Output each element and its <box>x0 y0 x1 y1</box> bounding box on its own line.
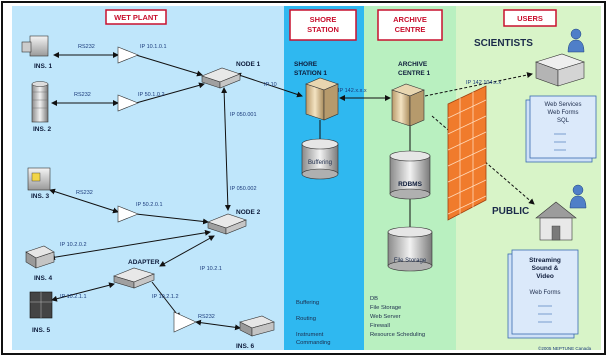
ins-4-icon <box>25 245 55 269</box>
archive-centre-title-2: CENTRE <box>395 25 426 34</box>
ins-5-icon <box>29 291 53 319</box>
rs232-2-label: RS232 <box>74 92 91 98</box>
converter-3-icon <box>117 205 139 223</box>
shore-function-2: Routing <box>296 316 316 322</box>
public-house-icon <box>535 201 577 241</box>
archive-function-4: Firewall <box>370 323 390 329</box>
scientists-label: SCIENTISTS <box>474 38 533 49</box>
converter-1-icon <box>117 46 139 64</box>
ins-1-label: INS. 1 <box>34 63 52 70</box>
node-2-icon <box>207 213 247 235</box>
archive-centre-name-1: ARCHIVE <box>398 61 428 68</box>
ip-node1-shore-label: IP 10 <box>264 82 277 88</box>
rdbms-label: RDBMS <box>398 181 422 188</box>
ins-6-label: INS. 6 <box>236 343 254 350</box>
shore-station-title-1: SHORE <box>310 15 337 24</box>
scientist-user-icon <box>567 28 585 53</box>
users-title: USERS <box>517 14 543 23</box>
ip-ins1-label: IP 10.1.0.1 <box>140 44 167 50</box>
public-services-panel: Streaming Sound & Video Web Forms <box>507 249 579 339</box>
shore-station-header <box>289 9 357 41</box>
rdbms-db-icon <box>389 150 431 200</box>
adapter-icon <box>113 267 155 289</box>
ins-3-label: INS. 3 <box>31 193 49 200</box>
pub-service-2: Sound & <box>532 265 559 272</box>
footer-credit: ©2005 NEPTUNE Canada <box>538 345 592 351</box>
ip-ins6-label: IP 10.2.1.2 <box>152 294 179 300</box>
rs232-1-label: RS232 <box>78 44 95 50</box>
sci-service-2: Web Forms <box>548 110 579 116</box>
ins-1-icon <box>21 35 49 57</box>
ins-2-icon <box>31 81 49 123</box>
ip-node2-up-label: IP 050.002 <box>230 186 257 192</box>
archive-function-3: Web Server <box>370 314 401 320</box>
pub-service-3: Video <box>536 273 554 280</box>
ip-node2-ins4-label: IP 10.2.0.2 <box>60 242 87 248</box>
archive-function-2: File Storage <box>370 305 401 311</box>
scientists-services-panel: Web Services Web Forms SQL <box>525 95 597 163</box>
ip-ins5-label: IP 10.2.1.1 <box>60 294 87 300</box>
archive-server-icon <box>391 83 425 127</box>
adapter-label: ADAPTER <box>128 259 160 266</box>
public-label: PUBLIC <box>492 206 529 217</box>
buffering-db-label: Buffering <box>308 160 332 166</box>
pub-service-4: Web Forms <box>530 290 561 296</box>
ip-ins3-label: IP 50.2.0.1 <box>136 202 163 208</box>
wet-plant-header <box>105 9 167 25</box>
shore-function-3a: Instrument <box>296 332 324 338</box>
node-1-icon <box>201 67 241 89</box>
archive-centre-header <box>377 9 443 41</box>
converter-2-icon <box>117 94 139 112</box>
archive-function-5: Resource Scheduling <box>370 332 425 338</box>
buffering-db-icon <box>301 138 339 180</box>
file-storage-db-icon <box>387 226 433 272</box>
converter-6-icon <box>173 311 197 333</box>
shore-function-1: Buffering <box>296 300 319 306</box>
pub-service-1: Streaming <box>529 257 561 264</box>
ins-2-label: INS. 2 <box>33 126 51 133</box>
users-header <box>503 9 557 27</box>
ip-node2-adapter-label: IP 10.2.1 <box>200 266 222 272</box>
sci-service-3: SQL <box>557 118 570 124</box>
rs232-3-label: RS232 <box>76 190 93 196</box>
converters <box>117 46 197 333</box>
sci-service-1: Web Services <box>545 102 582 108</box>
shore-station-name-1: SHORE <box>294 61 318 68</box>
public-user-icon <box>569 184 587 209</box>
archive-centre-name-2: CENTRE 1 <box>398 70 431 77</box>
ins-3-icon <box>27 167 51 191</box>
ins-5-label: INS. 5 <box>32 327 50 334</box>
node-2-label: NODE 2 <box>236 209 261 216</box>
archive-function-1: DB <box>370 296 378 302</box>
ins-4-label: INS. 4 <box>34 275 52 282</box>
wet-plant-zone <box>12 6 284 350</box>
shore-server-icon <box>305 77 339 121</box>
shore-station-name-2: STATION 1 <box>294 70 327 77</box>
ip-ins2-label: IP 50.1.0.2 <box>138 92 165 98</box>
ip-archive-label: IP 142.x.x.x <box>338 88 367 94</box>
firewall-icon <box>447 85 487 221</box>
ip-node1-down-label: IP 050.001 <box>230 112 257 118</box>
wet-plant-title: WET PLANT <box>114 13 158 22</box>
shore-function-3b: Commanding <box>296 340 330 346</box>
node-1-label: NODE 1 <box>236 61 261 68</box>
ins-6-icon <box>239 315 275 337</box>
rs232-6-label: RS232 <box>198 314 215 320</box>
file-storage-label: File Storage <box>394 258 427 264</box>
scientist-computer-icon <box>535 53 585 87</box>
archive-centre-title-1: ARCHIVE <box>393 15 427 24</box>
ip-users-label: IP 142.104.x.x <box>466 80 501 86</box>
shore-station-title-2: STATION <box>307 25 339 34</box>
